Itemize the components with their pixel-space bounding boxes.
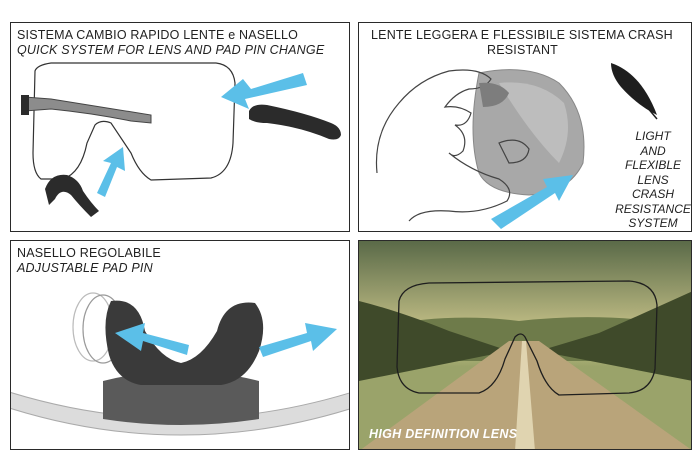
panel-adjustable-pad: NASELLO REGOLABILE ADJUSTABLE PAD PIN (10, 240, 350, 450)
side-line-6: SYSTEM (628, 216, 678, 230)
arrow-flex (491, 175, 573, 229)
panel3-subtitle: ADJUSTABLE PAD PIN (17, 261, 153, 275)
side-line-2: AND FLEXIBLE (624, 143, 682, 173)
trees-left (359, 301, 509, 381)
side-line-4: CRASH (631, 187, 674, 201)
panel3-title: NASELLO REGOLABILE (17, 246, 161, 260)
panel1-subtitle: QUICK SYSTEM FOR LENS AND PAD PIN CHANGE (17, 43, 325, 57)
side-line-3: LENS (637, 172, 669, 187)
nose-pad (45, 174, 99, 217)
right-temple (249, 104, 341, 140)
pad-pin (105, 300, 264, 385)
quick-change-illustration (21, 62, 341, 217)
lens-outline-hd (396, 280, 658, 396)
hand-outline (375, 69, 511, 222)
panel-quick-change: SISTEMA CAMBIO RAPIDO LENTE e NASELLO QU… (10, 22, 350, 232)
panel1-title: SISTEMA CAMBIO RAPIDO LENTE e NASELLO (17, 28, 299, 42)
arrow-right-temple (221, 73, 307, 109)
left-temple (24, 96, 152, 124)
arrow-right (259, 323, 337, 357)
panel-flexible-lens: LENTE LEGGERA E FLESSIBILE SISTEMA CRASH… (358, 22, 692, 232)
flexible-lens-illustration (375, 63, 658, 229)
adjustable-pad-illustration (11, 292, 349, 436)
side-line-5: RESISTANCE (615, 201, 691, 216)
arrow-nose-pad (97, 147, 125, 197)
road-scene (359, 241, 691, 449)
panel2-title-line1: LENTE LEGGERA E FLESSIBILE SISTEMA CRASH (371, 28, 673, 42)
feather-icon (611, 63, 658, 120)
trees-right (539, 291, 691, 381)
temple-tip (21, 95, 29, 115)
hd-caption: HIGH DEFINITION LENS (369, 427, 518, 441)
side-line-1: LIGHT (635, 129, 671, 143)
panel2-title-line2: RESISTANT (487, 43, 559, 57)
panel-hd-lens: HIGH DEFINITION LENS (358, 240, 692, 450)
side-text: LIGHT AND FLEXIBLE LENS CRASH RESISTANCE… (611, 129, 691, 231)
arrow-left (115, 323, 189, 355)
